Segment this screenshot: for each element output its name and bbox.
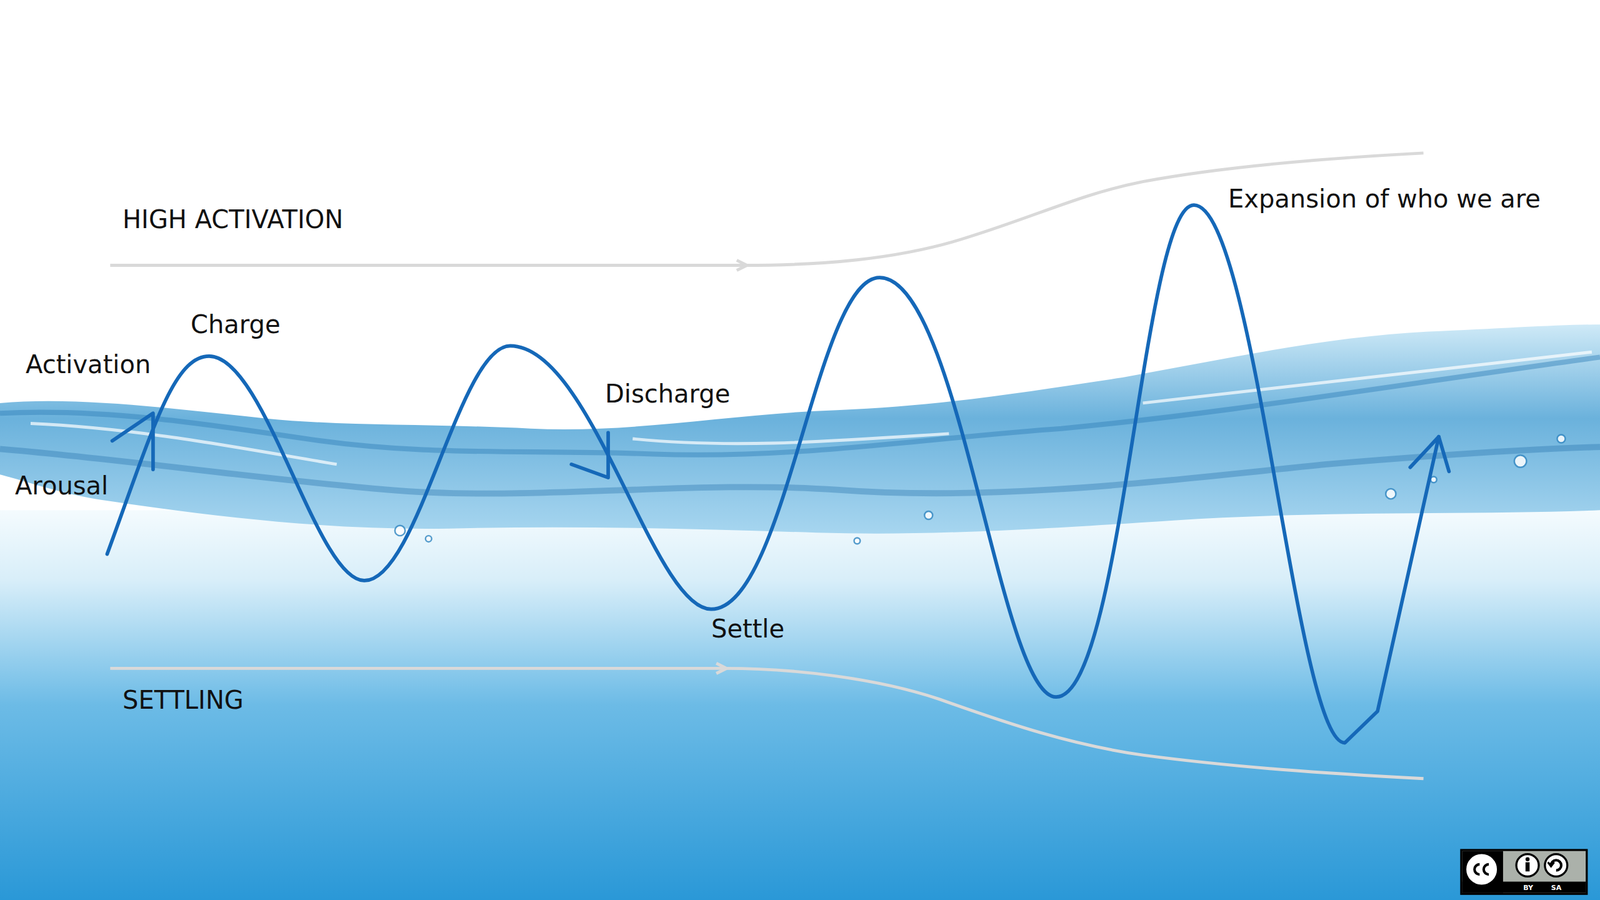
zone-label: HIGH ACTIVATION: [122, 206, 344, 232]
guide-line: [110, 153, 1424, 779]
badge-text: SA: [1546, 884, 1566, 892]
phase-label: Activation: [25, 351, 151, 377]
badge-text: BY: [1518, 884, 1538, 892]
activation-wave: [106, 205, 1449, 743]
license-badge: [1461, 850, 1587, 894]
water-surface: [0, 324, 1600, 534]
zone-label: SETTLING: [122, 687, 244, 713]
phase-label: Charge: [190, 311, 281, 337]
phase-label: Arousal: [15, 473, 109, 499]
phase-label: Discharge: [605, 381, 730, 407]
annotation-label: Expansion of who we are: [1228, 186, 1541, 212]
phase-label: Settle: [711, 616, 785, 642]
